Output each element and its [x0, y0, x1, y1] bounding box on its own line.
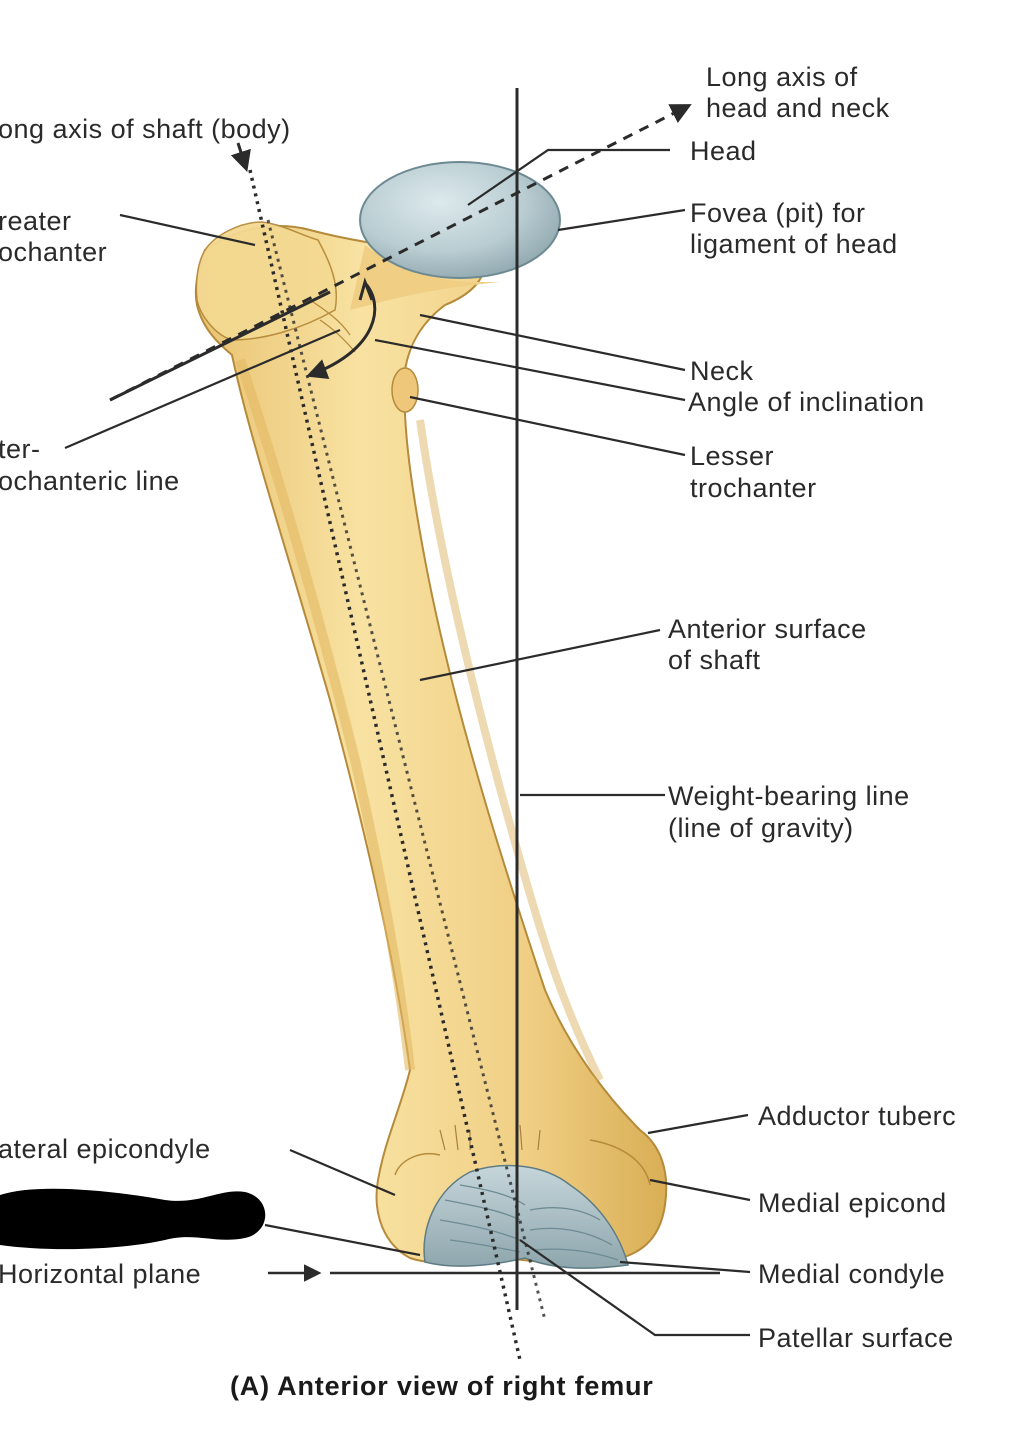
- label-lateral-epicondyle: ateral epicondyle: [0, 1134, 211, 1164]
- label-lesser-trochanter-2: trochanter: [690, 473, 817, 503]
- greater-trochanter-shape: [195, 221, 338, 341]
- leader-lines: [64, 148, 751, 1337]
- angle-of-inclination-arc: [306, 281, 377, 380]
- label-anterior-surface-1: Anterior surface: [668, 614, 867, 644]
- head-neck-axis-line: [109, 104, 692, 402]
- label-patellar-surface: Patellar surface: [758, 1323, 954, 1353]
- label-weight-bearing-1: Weight-bearing line: [668, 781, 910, 811]
- femur-bone: [194, 221, 668, 1264]
- femoral-head: [350, 161, 561, 310]
- femur-shaft: [194, 225, 668, 1264]
- shaft-axis-line: [248, 169, 522, 1361]
- shaft-axis-label-arrow: [230, 142, 251, 173]
- label-long-axis-shaft: ong axis of shaft (body): [0, 114, 291, 144]
- shaft-axis-line-2: [266, 219, 547, 1321]
- label-medial-condyle: Medial condyle: [758, 1259, 945, 1289]
- redaction-mark: [0, 1188, 266, 1250]
- label-greater-trochanter-1: reater: [0, 206, 72, 236]
- label-head: Head: [690, 136, 757, 166]
- diagram-caption: (A) Anterior view of right femur: [230, 1371, 654, 1401]
- label-lesser-trochanter-1: Lesser: [690, 441, 774, 471]
- femoral-head-shape: [359, 161, 561, 279]
- label-adductor-tubercle: Adductor tuberc: [758, 1101, 956, 1131]
- patellar-surface-cartilage: [423, 1164, 629, 1269]
- label-intertrochanteric-2: ochanteric line: [0, 466, 180, 496]
- labels: ong axis of shaft (body) Long axis of he…: [0, 62, 956, 1401]
- label-greater-trochanter-2: ochanter: [0, 237, 107, 267]
- label-fovea-1: Fovea (pit) for: [690, 198, 866, 228]
- label-medial-epicondyle: Medial epicond: [758, 1188, 947, 1218]
- label-long-axis-head-2: head and neck: [706, 93, 890, 123]
- label-horizontal-plane: Horizontal plane: [0, 1259, 201, 1289]
- label-fovea-2: ligament of head: [690, 229, 898, 259]
- label-intertrochanteric-1: ter-: [0, 434, 41, 464]
- lesser-trochanter-shape: [391, 367, 419, 413]
- label-long-axis-head-1: Long axis of: [706, 62, 858, 92]
- label-neck: Neck: [690, 356, 754, 386]
- label-angle-of-inclination: Angle of inclination: [688, 387, 925, 417]
- label-anterior-surface-2: of shaft: [668, 645, 761, 675]
- label-weight-bearing-2: (line of gravity): [668, 813, 854, 843]
